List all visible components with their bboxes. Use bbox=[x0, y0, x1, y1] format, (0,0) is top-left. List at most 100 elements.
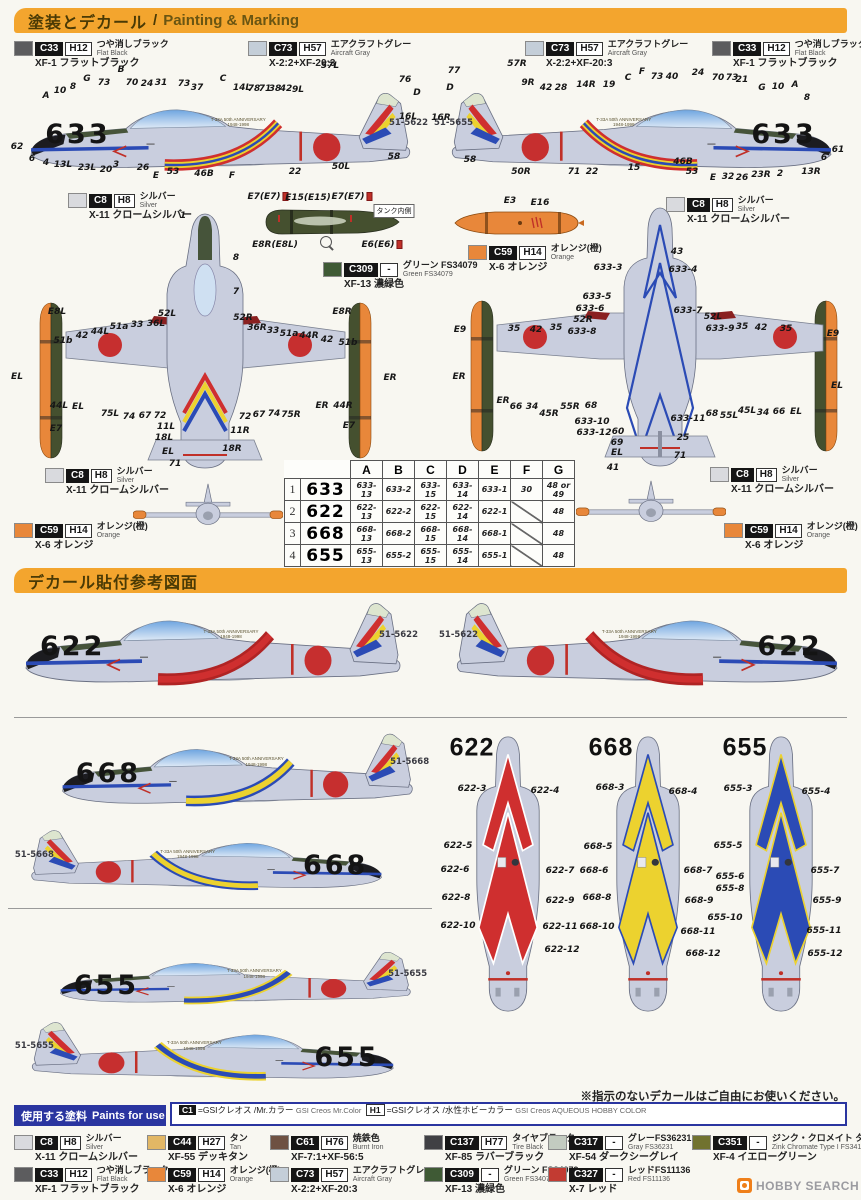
paint-swatch bbox=[724, 523, 743, 538]
paint-name-en: Red FS11136 bbox=[627, 1176, 671, 1183]
callout-label: 11R bbox=[230, 426, 250, 436]
callout-label: 73 bbox=[177, 79, 191, 89]
callout-label: 35 bbox=[779, 324, 793, 334]
callout-label: 72 bbox=[153, 411, 167, 421]
paint-code-aqueous: H12 bbox=[763, 41, 790, 56]
callout-label: 3 bbox=[112, 160, 120, 170]
aircraft-rear-view bbox=[576, 476, 726, 534]
anniversary-stencil: T-33A 50th ANNIVERSARY 1948-1998 bbox=[166, 1040, 222, 1051]
paint-name-en: Flat Black bbox=[96, 1176, 128, 1183]
decal-cell-d: 655-14 bbox=[446, 544, 479, 567]
decal-cell-b: 633-2 bbox=[382, 478, 415, 501]
callout-label: 15 bbox=[627, 163, 641, 173]
paint-tamiya-mix: X-6 オレンジ bbox=[489, 262, 548, 273]
paint-chip: C73 H57 エアクラフトグレー Aircraft Gray X-2:2+XF… bbox=[270, 1166, 433, 1195]
paint-tamiya-mix: X-11 クロームシルバー bbox=[731, 484, 835, 495]
paint-code-creos: C8 bbox=[89, 193, 112, 208]
decal-callout-label: 622-12 bbox=[544, 945, 580, 955]
callout-label: 18L bbox=[154, 433, 174, 443]
callout-label: ER bbox=[383, 373, 397, 383]
callout-label: ER bbox=[496, 396, 510, 406]
callout-label: 55L bbox=[719, 411, 739, 421]
header-title-jp: 塗装とデカール bbox=[28, 14, 148, 32]
callout-label: 37 bbox=[190, 83, 204, 93]
decal-cell-f bbox=[510, 500, 543, 523]
decal-cell-a: 655-13 bbox=[350, 544, 383, 567]
callout-label: 52R bbox=[233, 313, 253, 323]
callout-label: 73 bbox=[97, 78, 111, 88]
callout-label: 70 bbox=[125, 78, 139, 88]
callout-label: EL bbox=[831, 381, 843, 391]
paint-tamiya-mix: XF-85 ラバーブラック bbox=[445, 1152, 545, 1163]
aqueous-code-badge: H1 bbox=[365, 1104, 385, 1116]
paint-name-en: Silver bbox=[781, 476, 800, 483]
decal-cell-a: 622-13 bbox=[350, 500, 383, 523]
callout-label: 51a bbox=[109, 322, 129, 332]
decal-cell-d: 622-14 bbox=[446, 500, 479, 523]
callout-label: 1 bbox=[179, 211, 187, 221]
row-number: 3 bbox=[284, 522, 301, 545]
paint-code-aqueous: H77 bbox=[480, 1135, 508, 1150]
paint-chip: C33 H12 つや消しブラック Flat Black XF-1 フラットブラッ… bbox=[712, 40, 861, 69]
paint-name-en: Silver bbox=[737, 206, 756, 213]
paint-tamiya-mix: X-6 オレンジ bbox=[35, 540, 94, 551]
tank-green-artwork bbox=[265, 209, 400, 235]
paint-code-aqueous: H12 bbox=[65, 1167, 92, 1182]
paint-code-aqueous: H12 bbox=[65, 41, 92, 56]
callout-label: 74 bbox=[267, 409, 281, 419]
callout-label: 67 bbox=[138, 411, 152, 421]
table-column-header: A bbox=[350, 460, 383, 479]
paint-code-creos: C351 bbox=[713, 1135, 747, 1150]
plan-view-bottom bbox=[455, 203, 855, 473]
callout-label: EL bbox=[611, 448, 623, 458]
plan-view-top-artwork bbox=[39, 213, 372, 469]
nose-number: 622 bbox=[757, 630, 823, 662]
callout-label: 42 bbox=[529, 325, 543, 335]
decal-cell-e: 622-1 bbox=[478, 500, 511, 523]
paint-tamiya-mix: X-2:2+XF-20:3 bbox=[546, 58, 613, 69]
tail-code: 51-5655 bbox=[388, 968, 428, 979]
anniversary-stencil: T-33A 50th ANNIVERSARY 1948-1998 bbox=[601, 628, 657, 639]
paint-swatch bbox=[270, 1167, 289, 1182]
aircraft-side-view: 668 51-5668 T-33A 50th ANNIVERSARY 1948-… bbox=[57, 731, 431, 828]
callout-label: 58 bbox=[387, 152, 401, 162]
callout-label: 23R bbox=[751, 170, 771, 180]
callout-label: 25 bbox=[676, 433, 690, 443]
aircraft-side-view: 622 51-5622 T-33A 50th ANNIVERSARY 1948-… bbox=[20, 600, 420, 710]
callout-label: 36L bbox=[146, 319, 166, 329]
paint-code-aqueous: - bbox=[379, 262, 398, 277]
nose-number: 622 bbox=[40, 630, 106, 662]
topview-heading: 655 bbox=[722, 733, 768, 762]
paint-chip: C61 H76 焼鉄色 Burnt Iron XF-7:1+XF-56:5 bbox=[270, 1134, 383, 1163]
callout-label: EL bbox=[790, 407, 802, 417]
decal-cell-c: 668-15 bbox=[414, 522, 447, 545]
callout-label: 6 bbox=[28, 154, 36, 164]
callout-label: F bbox=[638, 67, 646, 77]
callout-label: 35 bbox=[507, 324, 521, 334]
callout-label: 46B bbox=[194, 169, 214, 179]
callout-label: 53 bbox=[166, 167, 180, 177]
fuselage-top-view bbox=[456, 733, 560, 1015]
decal-cell-d: 633-14 bbox=[446, 478, 479, 501]
paint-tamiya-mix: X-11 クロームシルバー bbox=[35, 1152, 139, 1163]
callout-label: 73 bbox=[725, 73, 739, 83]
callout-label: ER bbox=[315, 401, 329, 411]
callout-label: 51b bbox=[53, 336, 73, 346]
paint-name-jp: エアクラフトグレー bbox=[330, 39, 412, 49]
aircraft-number: 668 bbox=[300, 522, 351, 545]
callout-label: 633-3 bbox=[593, 263, 623, 273]
callout-label: 45L bbox=[737, 406, 757, 416]
callout-label: G bbox=[83, 74, 91, 84]
callout-label: E7 bbox=[49, 424, 63, 434]
callout-label: E3 bbox=[503, 196, 517, 206]
decal-callout-label: 622-9 bbox=[545, 896, 575, 906]
callout-label: 42 bbox=[75, 331, 89, 341]
paint-name-jp: シルバー bbox=[737, 195, 774, 205]
decal-cell-g: 48 bbox=[542, 522, 575, 545]
decal-callout-label: 622-6 bbox=[440, 865, 470, 875]
paint-name-en: Flat Black bbox=[794, 50, 826, 57]
callout-label: 26 bbox=[735, 173, 749, 183]
paint-tamiya-mix: X-11 クロームシルバー bbox=[687, 214, 791, 225]
paint-name-en: Silver bbox=[139, 202, 158, 209]
paint-name-jp: オレンジ(橙) bbox=[96, 521, 148, 531]
